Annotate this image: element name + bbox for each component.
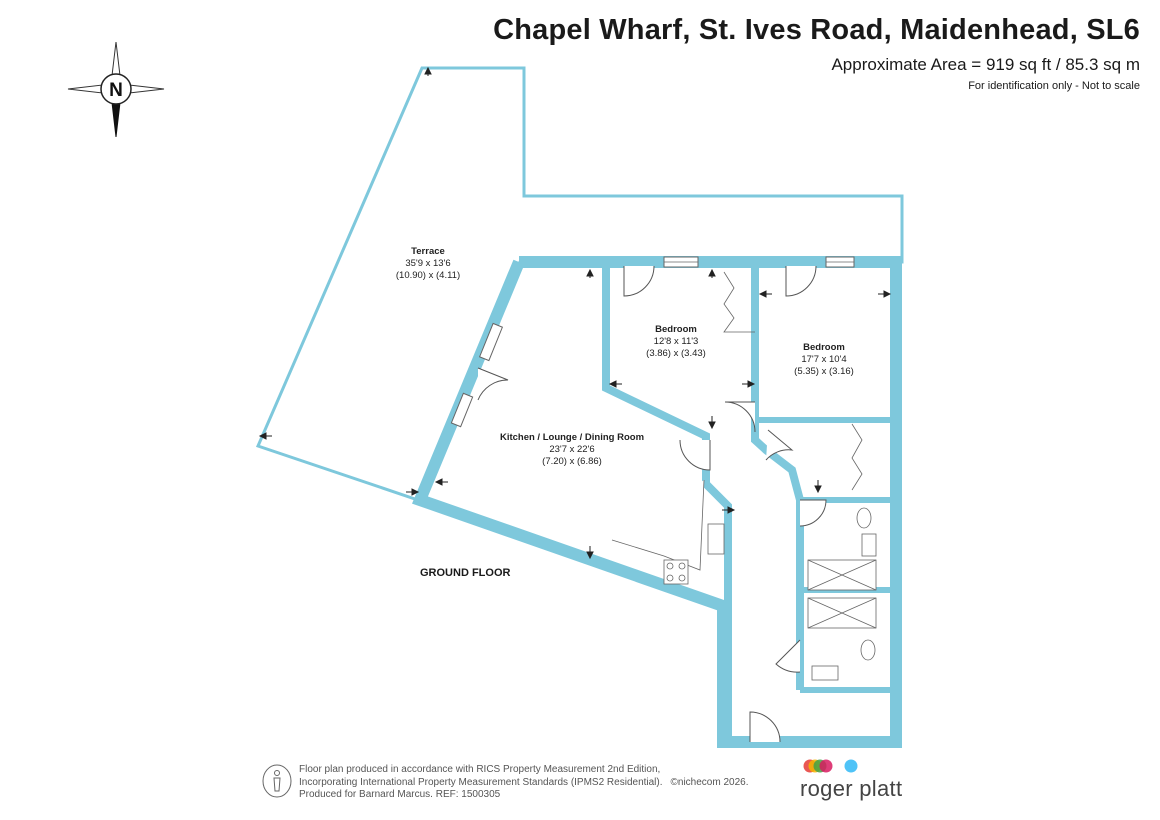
wardrobe bbox=[723, 271, 755, 333]
brand-logo-dots bbox=[803, 759, 858, 773]
basin bbox=[861, 533, 877, 557]
brand-dot bbox=[819, 759, 833, 773]
svg-text:(7.20) x (6.86): (7.20) x (6.86) bbox=[542, 456, 602, 467]
compass-label: N bbox=[109, 80, 123, 101]
window bbox=[663, 256, 699, 268]
wardrobe bbox=[851, 423, 863, 491]
brand-name: roger platt bbox=[800, 776, 903, 801]
footer-disclaimer: Floor plan produced in accordance with R… bbox=[299, 764, 748, 802]
outer-wall bbox=[412, 256, 902, 748]
page-title: Chapel Wharf, St. Ives Road, Maidenhead,… bbox=[493, 14, 1140, 46]
footer-line-3: Produced for Barnard Marcus. REF: 150030… bbox=[299, 789, 501, 800]
door-swing bbox=[477, 367, 509, 401]
door-swing bbox=[724, 401, 756, 433]
area-summary: Approximate Area = 919 sq ft / 85.3 sq m bbox=[831, 55, 1140, 74]
door-swing bbox=[749, 711, 781, 743]
footer-copyright: ©nichecom 2026. bbox=[670, 776, 749, 788]
kitchen-counter bbox=[611, 479, 705, 571]
door-swing bbox=[765, 429, 794, 461]
svg-text:Terrace: Terrace bbox=[411, 246, 445, 257]
floor-level-label: GROUND FLOOR bbox=[420, 567, 511, 579]
brand-dot bbox=[844, 759, 858, 773]
svg-text:(5.35) x (3.16): (5.35) x (3.16) bbox=[794, 366, 854, 377]
toilet bbox=[860, 639, 876, 661]
door-swing bbox=[785, 265, 817, 297]
door-swing bbox=[623, 265, 655, 297]
basin bbox=[811, 665, 839, 681]
svg-text:23'7 x 22'6: 23'7 x 22'6 bbox=[549, 444, 594, 455]
room-label-bedroom-1: Bedroom 12'8 x 11'3 (3.86) x (3.43) bbox=[646, 324, 706, 359]
svg-text:35'9 x 13'6: 35'9 x 13'6 bbox=[405, 258, 450, 269]
svg-text:(3.86) x (3.43): (3.86) x (3.43) bbox=[646, 348, 706, 359]
window bbox=[478, 322, 504, 362]
kitchen-sink bbox=[707, 523, 725, 555]
toilet bbox=[856, 507, 872, 529]
room-label-kitchen-lounge-dining: Kitchen / Lounge / Dining Room 23'7 x 22… bbox=[500, 432, 644, 467]
window bbox=[450, 392, 474, 428]
footer-line-2: Incorporating International Property Mea… bbox=[299, 776, 663, 788]
scale-disclaimer: For identification only - Not to scale bbox=[968, 80, 1140, 92]
interior-wall bbox=[751, 266, 804, 690]
svg-text:12'8 x 11'3: 12'8 x 11'3 bbox=[654, 336, 699, 347]
compass-north-icon: N bbox=[67, 41, 165, 138]
svg-text:Kitchen / Lounge / Dining Room: Kitchen / Lounge / Dining Room bbox=[500, 432, 644, 443]
door-swing bbox=[679, 439, 711, 471]
svg-text:Bedroom: Bedroom bbox=[655, 324, 697, 335]
room-label-terrace: Terrace 35'9 x 13'6 (10.90) x (4.11) bbox=[396, 246, 460, 281]
person-info-icon bbox=[262, 764, 292, 798]
room-label-bedroom-2: Bedroom 17'7 x 10'4 (5.35) x (3.16) bbox=[794, 342, 854, 377]
footer-line-1: Floor plan produced in accordance with R… bbox=[299, 764, 661, 775]
svg-text:17'7 x 10'4: 17'7 x 10'4 bbox=[801, 354, 846, 365]
svg-text:(10.90) x (4.11): (10.90) x (4.11) bbox=[396, 270, 460, 281]
window bbox=[825, 256, 855, 268]
door-swing bbox=[799, 499, 827, 527]
svg-text:Bedroom: Bedroom bbox=[803, 342, 845, 353]
door-swing bbox=[775, 639, 801, 673]
